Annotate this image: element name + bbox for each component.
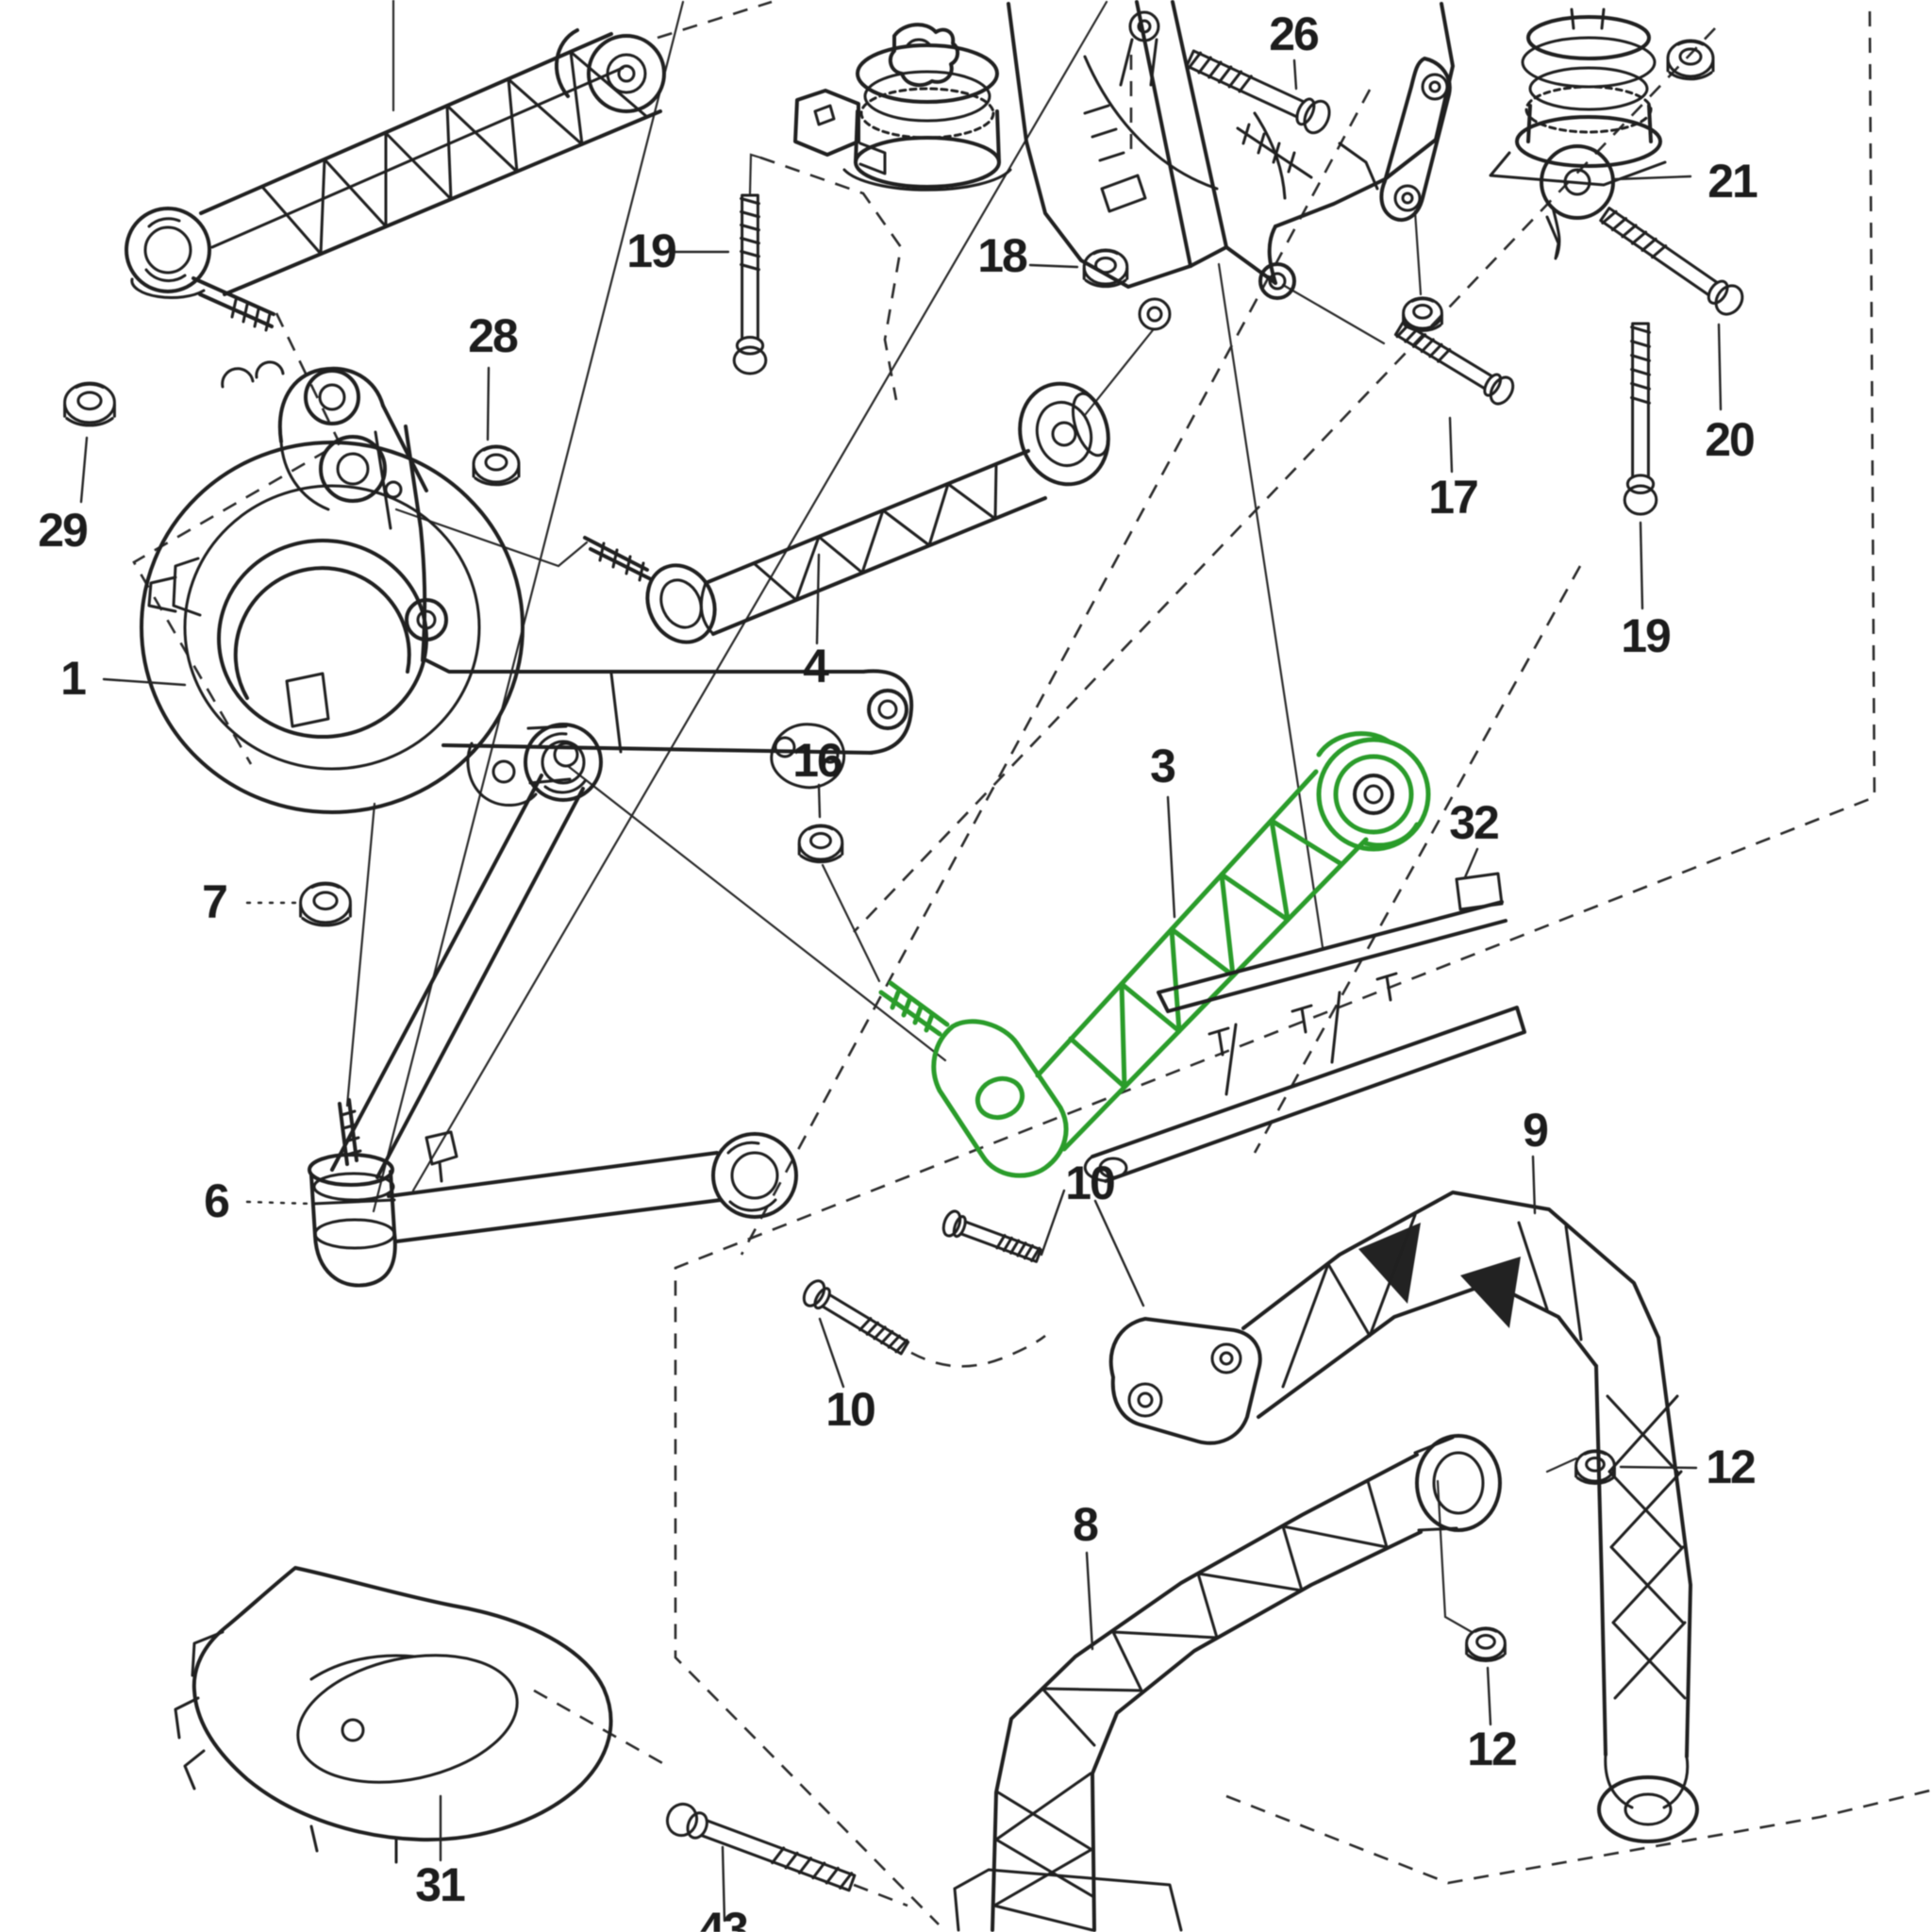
part-label-10-8[interactable]: 10: [825, 1383, 876, 1436]
part-label-7-4[interactable]: 7: [202, 875, 228, 928]
leader-line-part-10: [1040, 1189, 1066, 1257]
part-label-1-0[interactable]: 1: [60, 652, 88, 705]
nut-subframe: [1402, 296, 1443, 332]
part-label-19-14[interactable]: 19: [626, 225, 677, 277]
part-label-9-6[interactable]: 9: [1523, 1104, 1549, 1157]
part-label-31-21[interactable]: 31: [415, 1858, 467, 1911]
leader-line-part-8: [1085, 1551, 1094, 1651]
nut-29: [62, 381, 117, 427]
leader-line-part-26: [1292, 58, 1298, 91]
leader-line-part-16: [817, 783, 822, 819]
bolt-10-lower: [798, 1275, 913, 1361]
nut-7: [298, 881, 353, 927]
part-8-support-bracket: [953, 1434, 1502, 1932]
part-6-lower-wishbone: [308, 723, 798, 1288]
part-9-support-bracket: [1108, 1191, 1699, 1843]
part-label-16-11[interactable]: 16: [792, 734, 843, 787]
leader-line-part-12: [1486, 1666, 1492, 1726]
assembly-reference-lines: [132, 0, 1931, 1925]
part-label-20-16[interactable]: 20: [1705, 413, 1756, 466]
leader-line-part-32: [1463, 847, 1479, 879]
part-4-control-arm: [583, 381, 1110, 644]
part-label-43-23[interactable]: 43: [698, 1903, 749, 1932]
nut-top-right: [1666, 39, 1715, 81]
bolt-19-front: [734, 195, 766, 374]
leader-line-part-6: [245, 1200, 313, 1206]
part-label-3-1[interactable]: 3: [1150, 740, 1176, 792]
part-label-32-22[interactable]: 32: [1449, 796, 1500, 849]
part-upper-track-arm: [125, 28, 666, 332]
leader-line-part-10: [1093, 1199, 1145, 1307]
part-32-retaining-rail: [1083, 872, 1526, 1183]
leader-line-part-43: [721, 1845, 726, 1923]
leader-line-part-19: [1639, 521, 1644, 610]
leader-line-part-29: [79, 436, 89, 504]
washer-21: [1540, 144, 1615, 258]
nut-28: [472, 444, 521, 487]
leader-line-part-3: [1166, 795, 1176, 919]
leader-line-part-1: [102, 677, 187, 687]
part-label-26-18[interactable]: 26: [1269, 8, 1320, 60]
bolt-43: [663, 1800, 858, 1898]
part-label-18-13[interactable]: 18: [977, 229, 1029, 282]
subframe-crossmember: [1007, 0, 1560, 331]
part-label-28-19[interactable]: 28: [468, 309, 520, 362]
bolt-19-rear: [1624, 324, 1657, 514]
leader-line-part-10: [818, 1317, 845, 1389]
leader-line-part-21: [1613, 175, 1692, 181]
part-label-4-2[interactable]: 4: [803, 640, 831, 692]
leader-line-part-12: [1619, 1465, 1698, 1470]
part-label-10-7[interactable]: 10: [1065, 1157, 1116, 1209]
leader-line-part-20: [1717, 323, 1723, 411]
rubber-mount-front: [793, 23, 1012, 192]
leader-line-part-9: [1531, 1155, 1537, 1215]
nut-12-lower: [1465, 1626, 1507, 1662]
part-label-29-20[interactable]: 29: [38, 504, 89, 557]
nut-16: [797, 824, 844, 864]
bolt-10-upper: [939, 1208, 1045, 1270]
part-label-6-3[interactable]: 6: [204, 1174, 230, 1227]
bolt-20: [1596, 202, 1747, 319]
part-31-cover-plate: [174, 1566, 613, 1864]
nut-12-upper: [1574, 1449, 1616, 1485]
label-leader-lines: [79, 58, 1723, 1923]
leader-line-part-17: [1448, 416, 1454, 474]
part-label-12-10[interactable]: 12: [1467, 1723, 1518, 1775]
leader-line-part-18: [1028, 263, 1079, 269]
rubber-mount-rear: [1489, 8, 1667, 187]
leader-line-part-4: [815, 553, 821, 645]
part-label-8-5[interactable]: 8: [1073, 1498, 1100, 1551]
part-label-17-12[interactable]: 17: [1428, 471, 1479, 524]
leader-line-part-28: [486, 366, 491, 441]
part-3-control-arm-highlighted: [878, 731, 1431, 1178]
part-label-21-17[interactable]: 21: [1707, 155, 1759, 208]
part-label-12-9[interactable]: 12: [1706, 1441, 1757, 1493]
part-1-wheel-carrier: [140, 360, 914, 814]
part-label-19-15[interactable]: 19: [1621, 609, 1672, 662]
part-number-labels: 1 3 4 6 7 8 9 10 10 12 12 16 17 18 19 19 20 21 26 28 29 31 32 4…: [38, 8, 1759, 1932]
